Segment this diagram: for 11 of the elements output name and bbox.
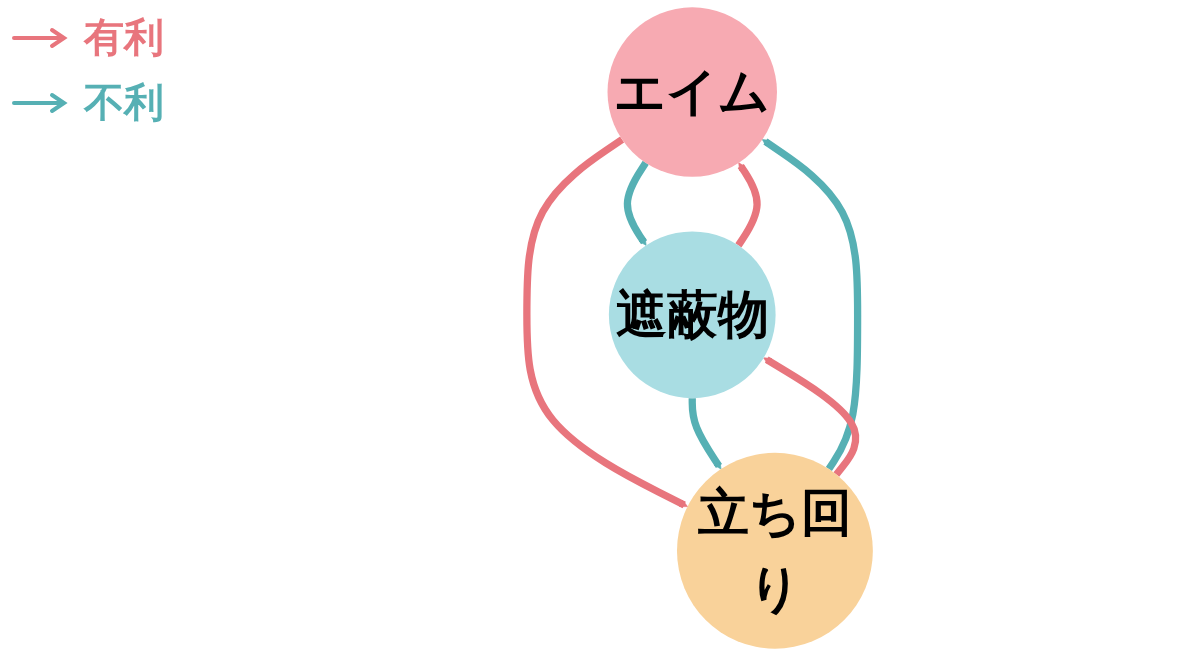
arrow: [763, 356, 860, 477]
arrow: [735, 162, 761, 248]
legend-text: 不利: [84, 78, 164, 127]
arrow: [523, 136, 688, 509]
node-circle: エイム: [607, 7, 778, 177]
node-circle: 立ち回り: [677, 452, 873, 649]
node-circle: 遮蔽物: [609, 231, 776, 399]
arrow: [762, 138, 862, 472]
legend-text: 有利: [84, 13, 164, 62]
arrow: [623, 160, 649, 246]
arrow: [688, 398, 723, 470]
